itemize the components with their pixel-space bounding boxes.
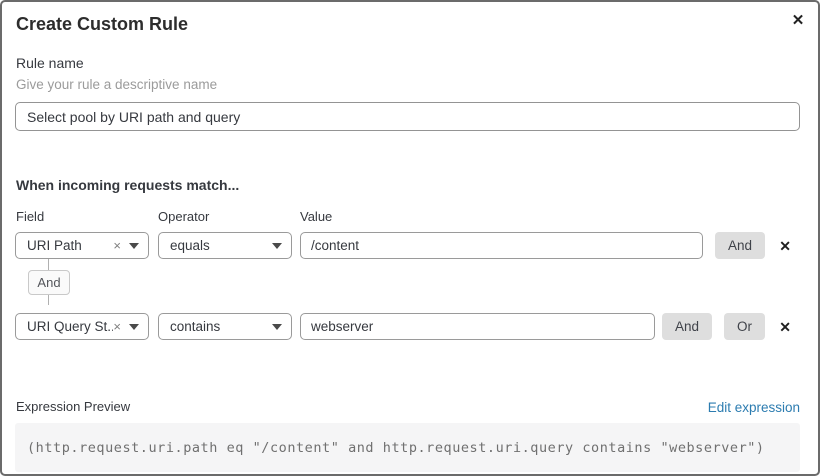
row2-field-value: URI Query St... — [27, 319, 114, 334]
field-column-label: Field — [16, 209, 45, 224]
chevron-down-icon — [129, 242, 139, 249]
builder-column-labels: Field Operator Value — [15, 209, 798, 224]
chevron-down-icon — [272, 242, 282, 249]
row2-or-button[interactable]: Or — [724, 313, 766, 340]
row1-operator-select[interactable]: equals — [158, 232, 292, 259]
condition-row-2: URI Query St... × contains And Or ✕ — [15, 313, 800, 340]
close-icon[interactable]: ✕ — [787, 9, 809, 31]
row1-field-value: URI Path — [27, 238, 82, 253]
row1-and-button[interactable]: And — [715, 232, 766, 259]
condition-row-1: URI Path × equals And ✕ — [15, 232, 800, 259]
row2-value-input[interactable] — [300, 313, 655, 340]
row2-and-button[interactable]: And — [662, 313, 713, 340]
row1-field-clear-icon[interactable]: × — [113, 238, 121, 253]
row2-field-select[interactable]: URI Query St... × — [15, 313, 149, 340]
expression-code-text: (http.request.uri.path eq "/content" and… — [27, 439, 765, 456]
rule-name-help-text: Give your rule a descriptive name — [16, 77, 218, 92]
match-section-heading: When incoming requests match... — [16, 177, 240, 193]
chevron-down-icon — [272, 323, 282, 330]
value-column-label: Value — [300, 209, 333, 224]
row2-field-clear-icon[interactable]: × — [113, 319, 121, 334]
operator-column-label: Operator — [158, 209, 210, 224]
row1-field-select[interactable]: URI Path × — [15, 232, 149, 259]
row2-operator-select[interactable]: contains — [158, 313, 292, 340]
rule-name-label: Rule name — [16, 55, 84, 71]
row1-remove-icon[interactable]: ✕ — [779, 237, 791, 254]
edit-expression-link[interactable]: Edit expression — [707, 399, 800, 415]
connector-and-badge[interactable]: And — [28, 270, 70, 295]
page-title: Create Custom Rule — [16, 14, 189, 34]
and-connector: And — [15, 259, 798, 305]
connector-line — [48, 295, 49, 305]
row2-operator-value: contains — [170, 319, 221, 334]
chevron-down-icon — [129, 323, 139, 330]
expression-preview-label: Expression Preview — [16, 399, 131, 414]
expression-preview-header: Expression Preview Edit expression — [15, 399, 800, 415]
expression-code-block: (http.request.uri.path eq "/content" and… — [15, 423, 800, 472]
row1-value-input[interactable] — [300, 232, 703, 259]
rule-name-input[interactable] — [15, 102, 800, 131]
row1-operator-value: equals — [170, 238, 210, 253]
connector-line — [48, 259, 49, 270]
row2-remove-icon[interactable]: ✕ — [779, 318, 791, 335]
